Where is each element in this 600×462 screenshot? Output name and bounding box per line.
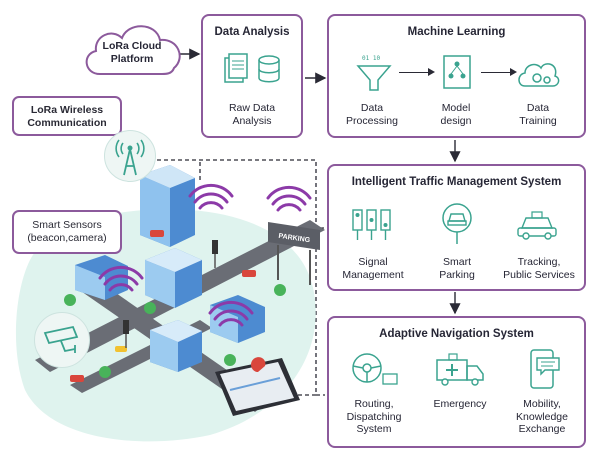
lora-line2: Communication (27, 116, 107, 129)
ml-arrow-2-head (510, 68, 517, 76)
tree (224, 354, 236, 366)
lora-line1: LoRa Wireless (30, 104, 104, 116)
map-pin-icon (251, 357, 266, 372)
cloud-icon (85, 25, 181, 75)
traffic-item-0-line1: Signal (358, 256, 388, 268)
nav-item-2-line3: Exchange (518, 423, 566, 435)
traffic-item-1-line1: Smart (442, 256, 471, 268)
ml-item-training: Data Training (503, 102, 573, 127)
nav-item-0-line2: Dispatching (346, 410, 402, 423)
traffic-item-2-line1: Tracking, (517, 256, 561, 268)
sensors-line2: (beacon,camera) (27, 231, 107, 244)
nav-item-mobility: Mobility, Knowledge Exchange (501, 398, 583, 436)
tree (64, 294, 76, 306)
cloud-line2: Platform (110, 52, 154, 65)
ml-item-0-line2: Processing (346, 114, 398, 127)
traffic-light (212, 240, 218, 268)
car (242, 270, 256, 277)
raw-data-line1: Raw Data (228, 102, 276, 114)
smart-sensors-tag: Smart Sensors (beacon,camera) (12, 210, 122, 254)
traffic-item-0-line2: Management (342, 268, 404, 281)
documents-database-icon (224, 53, 280, 83)
traffic-lights-icon (352, 209, 391, 240)
ml-item-model: Model design (421, 102, 491, 127)
svg-text:01 10: 01 10 (362, 55, 380, 62)
lower-building (150, 320, 202, 372)
cloud-line1: LoRa Cloud (102, 40, 162, 52)
antenna-tower-icon (104, 130, 156, 182)
parking-sign: PARKING (268, 222, 320, 285)
cloud-gears-icon (518, 63, 560, 87)
flowchart-document-icon (443, 55, 471, 89)
nav-item-0-line3: System (356, 423, 392, 435)
traffic-item-signal: Signal Management (335, 256, 411, 281)
steering-wheel-icon (352, 353, 398, 385)
data-analysis-box: Data Analysis Raw Data Analysis (201, 14, 303, 138)
ml-item-1-line2: design (440, 114, 472, 127)
car (150, 230, 164, 237)
raw-data-analysis-label: Raw Data Analysis (203, 102, 301, 127)
tree (274, 284, 286, 296)
ml-item-2-line2: Training (519, 114, 557, 127)
ml-item-processing: Data Processing (337, 102, 407, 127)
traffic-item-parking: Smart Parking (419, 256, 495, 281)
parking-sign-text: PARKING (278, 233, 311, 244)
funnel-icon: 01 10 (356, 55, 392, 91)
nav-item-routing: Routing, Dispatching System (333, 398, 415, 436)
car (70, 375, 84, 382)
wifi-signal-icon (208, 300, 254, 327)
ml-arrow-2 (481, 72, 515, 73)
smartphone-map (215, 357, 300, 416)
car-tracking-icon (517, 211, 557, 240)
lora-wireless-tag: LoRa Wireless Communication (12, 96, 122, 136)
traffic-management-box: Intelligent Traffic Management System Si… (327, 164, 586, 291)
traffic-item-tracking: Tracking, Public Services (495, 256, 583, 281)
data-analysis-title: Data Analysis (214, 26, 290, 38)
ml-item-1-line1: Model (441, 102, 471, 114)
tree (99, 366, 111, 378)
nav-item-1-line1: Emergency (433, 398, 487, 410)
nav-item-2-line2: Knowledge (516, 410, 568, 423)
sensors-line1: Smart Sensors (32, 219, 102, 231)
tower-building (140, 165, 195, 247)
traffic-item-1-line2: Parking (439, 268, 475, 281)
ml-arrow-1 (399, 72, 433, 73)
nav-item-0-line1: Routing, (354, 398, 394, 410)
traffic-light (123, 320, 129, 348)
navigation-title: Adaptive Navigation System (379, 328, 534, 340)
traffic-title: Intelligent Traffic Management System (351, 176, 562, 188)
ml-arrow-1-head (428, 68, 435, 76)
traffic-item-2-line2: Public Services (503, 268, 575, 281)
nav-item-emergency: Emergency (419, 398, 501, 411)
phone-chat-icon (530, 349, 560, 389)
machine-learning-title: Machine Learning (407, 26, 506, 38)
machine-learning-box: Machine Learning 01 10 Data Processing M… (327, 14, 586, 138)
nav-item-2-line1: Mobility, (523, 398, 561, 410)
cloud-platform-label: LoRa Cloud Platform (84, 40, 180, 65)
parking-car-icon (442, 203, 472, 244)
tree (144, 302, 156, 314)
security-camera-icon (34, 312, 90, 368)
ambulance-icon (436, 353, 484, 386)
right-building (210, 295, 265, 343)
smart-city-illustration: PARKING (15, 165, 325, 442)
wifi-signal-icon (266, 185, 312, 212)
office-building (145, 248, 202, 308)
wifi-signal-icon (98, 265, 144, 292)
adaptive-navigation-box: Adaptive Navigation System Routing, Disp… (327, 316, 586, 448)
ml-item-0-line1: Data (360, 102, 384, 114)
car (115, 346, 127, 352)
raw-data-line2: Analysis (232, 114, 272, 127)
wifi-signal-icon (188, 183, 234, 210)
ml-item-2-line1: Data (526, 102, 550, 114)
